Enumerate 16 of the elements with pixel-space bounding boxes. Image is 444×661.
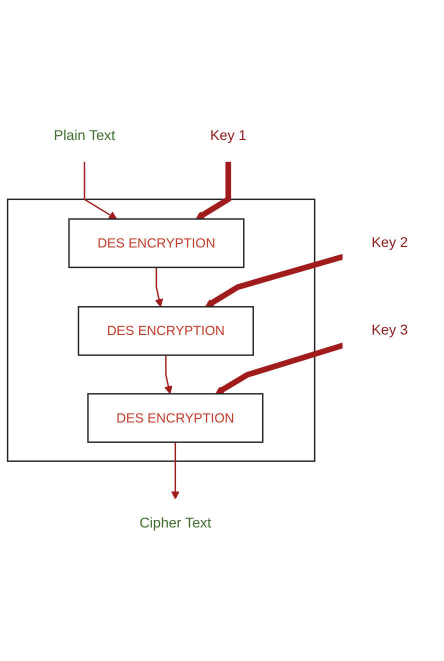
node-box: DES ENCRYPTION — [87, 393, 264, 444]
arrow — [171, 442, 180, 500]
node-text: Plain Text — [54, 128, 116, 144]
arrow — [205, 254, 344, 308]
node-text: Key 2 — [372, 234, 408, 251]
cluster — [6, 198, 316, 462]
arrow — [196, 162, 232, 220]
node-text: Key 3 — [372, 322, 408, 339]
node-box: DES ENCRYPTION — [78, 306, 254, 356]
arrow — [215, 342, 344, 395]
arrow — [154, 268, 164, 308]
node-text: Cipher Text — [139, 515, 212, 532]
node-text: Key 1 — [210, 128, 246, 144]
arrow — [84, 162, 118, 220]
arrow — [164, 355, 172, 394]
node-box: DES ENCRYPTION — [68, 218, 244, 268]
